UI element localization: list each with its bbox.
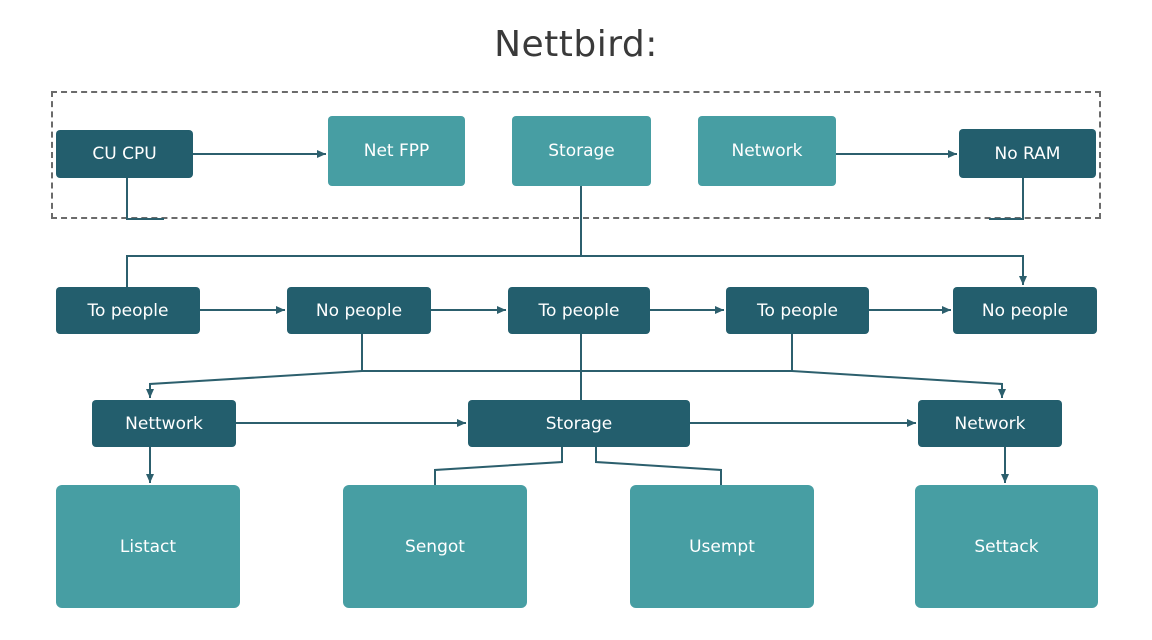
node-people-4: To people: [726, 287, 869, 334]
node-no-ram: No RAM: [959, 129, 1096, 178]
node-net-fpp: Net FPP: [328, 116, 465, 186]
node-sengot: Sengot: [343, 485, 527, 608]
node-nettwork: Nettwork: [92, 400, 236, 447]
system-group-boundary: [51, 91, 1101, 219]
node-people-2: No people: [287, 287, 431, 334]
node-storage-top: Storage: [512, 116, 651, 186]
connector-ram-down: [989, 178, 1024, 220]
bus-top: [126, 255, 1024, 287]
connector-cpu-down: [126, 178, 164, 220]
bus-mid: [149, 370, 1003, 398]
connector-storage-sengot: [434, 447, 563, 485]
node-storage-mid: Storage: [468, 400, 690, 447]
node-listact: Listact: [56, 485, 240, 608]
node-people-3: To people: [508, 287, 650, 334]
diagram-title: Nettbird:: [494, 24, 658, 65]
node-people-1: To people: [56, 287, 200, 334]
node-settack: Settack: [915, 485, 1098, 608]
node-usempt: Usempt: [630, 485, 814, 608]
connector-storage-usempt: [595, 447, 722, 485]
node-people-5: No people: [953, 287, 1097, 334]
node-network-mid: Network: [918, 400, 1062, 447]
node-network-top: Network: [698, 116, 836, 186]
node-cu-cpu: CU CPU: [56, 130, 193, 178]
